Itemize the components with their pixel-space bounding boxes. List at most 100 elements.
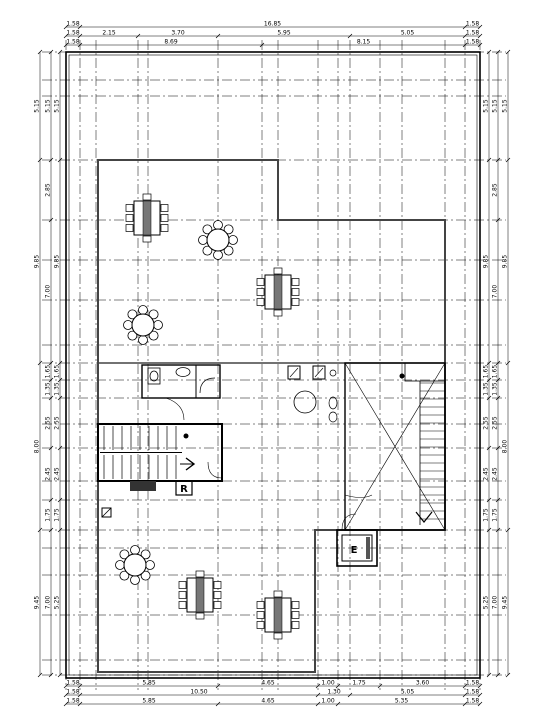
dim-left-mid-tick	[48, 360, 54, 366]
dimension-label: 5.15	[492, 99, 499, 113]
dim-left-outer-tick	[37, 672, 43, 678]
dimension-label: 9.45	[34, 596, 41, 610]
round-dining-table	[115, 545, 155, 585]
dim-right-mid-tick	[495, 49, 501, 55]
dimension-label: 2.55	[45, 416, 52, 430]
dimension-label: 16.85	[264, 21, 281, 28]
table-runner	[273, 597, 283, 633]
dim-top-row-1-tick	[477, 24, 483, 30]
chair	[256, 278, 265, 286]
dimension-label: 8.69	[164, 39, 178, 46]
dim-left-outer-tick	[37, 527, 43, 533]
dimension-label: 1.75	[492, 508, 499, 522]
chair	[148, 330, 159, 341]
dim-left-inner-tick	[57, 360, 63, 366]
dim-top-row-1-tick	[77, 24, 83, 30]
chair	[125, 224, 134, 232]
chair	[145, 560, 155, 570]
chair	[125, 214, 134, 222]
table-runner	[195, 577, 205, 613]
wash-basin	[175, 367, 191, 377]
dimension-label: 1.58	[466, 21, 480, 28]
chair	[213, 591, 222, 599]
dim-top-row-3-tick	[77, 42, 83, 48]
dimension-label: 5.15	[483, 99, 490, 113]
dim-top-row-1-tick	[462, 24, 468, 30]
chair	[273, 309, 283, 317]
dimension-label: 1.65	[492, 365, 499, 379]
elevator-car	[341, 534, 373, 562]
outer-terrace-boundary	[65, 51, 481, 679]
chair	[273, 590, 283, 598]
dim-bottom-row-1-tick	[462, 683, 468, 689]
dim-right-inner-tick	[486, 360, 492, 366]
kitchen-sink	[287, 365, 301, 380]
dimension-label: 1.00	[321, 680, 335, 687]
counter-block	[130, 481, 156, 491]
round-dining-table	[123, 305, 163, 345]
round-feature	[293, 390, 317, 414]
chair	[291, 298, 300, 306]
dim-right-outer-tick	[505, 360, 511, 366]
bathroom-door-swing	[165, 397, 185, 421]
dim-right-mid-tick	[495, 157, 501, 163]
dim-right-mid-tick	[495, 395, 501, 401]
chair	[213, 581, 222, 589]
fixture-circle	[329, 369, 337, 377]
dim-top-row-2-tick	[215, 33, 221, 39]
dim-bottom-row-3-tick	[315, 701, 321, 707]
dim-right-outer-tick	[505, 49, 511, 55]
chair	[223, 245, 234, 256]
dim-bottom-row-2-tick	[462, 692, 468, 698]
dim-right-mid-tick	[495, 497, 501, 503]
dim-left-mid-tick	[48, 157, 54, 163]
dimension-label: 3.60	[416, 680, 430, 687]
bathroom-room	[141, 364, 221, 399]
dim-left-inner-tick	[57, 497, 63, 503]
chair	[138, 305, 148, 315]
dimension-label: 5.15	[45, 99, 52, 113]
dim-bottom-row-3-tick	[215, 701, 221, 707]
dimension-label: 10.50	[190, 689, 207, 696]
dim-left-outer-tick	[37, 360, 43, 366]
column-dot	[399, 373, 405, 379]
chair	[153, 320, 163, 330]
chair	[140, 549, 151, 560]
dimension-label: 8.15	[357, 39, 371, 46]
dimension-label: 7.00	[45, 596, 52, 610]
dim-right-inner-tick	[486, 527, 492, 533]
round-dining-table	[198, 220, 238, 260]
chair	[195, 612, 205, 620]
table-runner	[273, 274, 283, 310]
dimension-label: 3.70	[171, 30, 185, 37]
dim-left-mid-tick	[48, 377, 54, 383]
stair-door-swing	[207, 461, 223, 479]
dimension-label: 9.85	[483, 255, 490, 269]
dim-bottom-row-3-tick	[63, 701, 69, 707]
chair	[142, 193, 152, 201]
dimension-label: 2.45	[492, 467, 499, 481]
toilet-bowl	[149, 370, 159, 382]
chair	[127, 330, 138, 341]
dim-left-inner-tick	[57, 672, 63, 678]
elevator-label: E	[351, 545, 358, 556]
dimension-label: 1.58	[466, 39, 480, 46]
dim-bottom-row-2-tick	[477, 692, 483, 698]
dimension-label: 9.85	[54, 255, 61, 269]
chair	[140, 570, 151, 581]
kitchen-sink-mark	[289, 367, 299, 378]
dim-top-row-2-tick	[347, 33, 353, 39]
chair	[256, 621, 265, 629]
dimension-label: 1.35	[54, 382, 61, 396]
dimension-label: 5.15	[502, 99, 509, 113]
chair	[160, 204, 169, 212]
chair	[178, 581, 187, 589]
dimension-label: 1.35	[483, 382, 490, 396]
landing-top	[404, 362, 446, 382]
dim-left-inner-tick	[57, 445, 63, 451]
chair	[119, 549, 130, 560]
dim-right-outer-tick	[505, 157, 511, 163]
kitchen-sink-2-mark	[314, 367, 324, 378]
dim-bottom-row-2-tick	[347, 692, 353, 698]
dimension-label: 9.85	[502, 255, 509, 269]
